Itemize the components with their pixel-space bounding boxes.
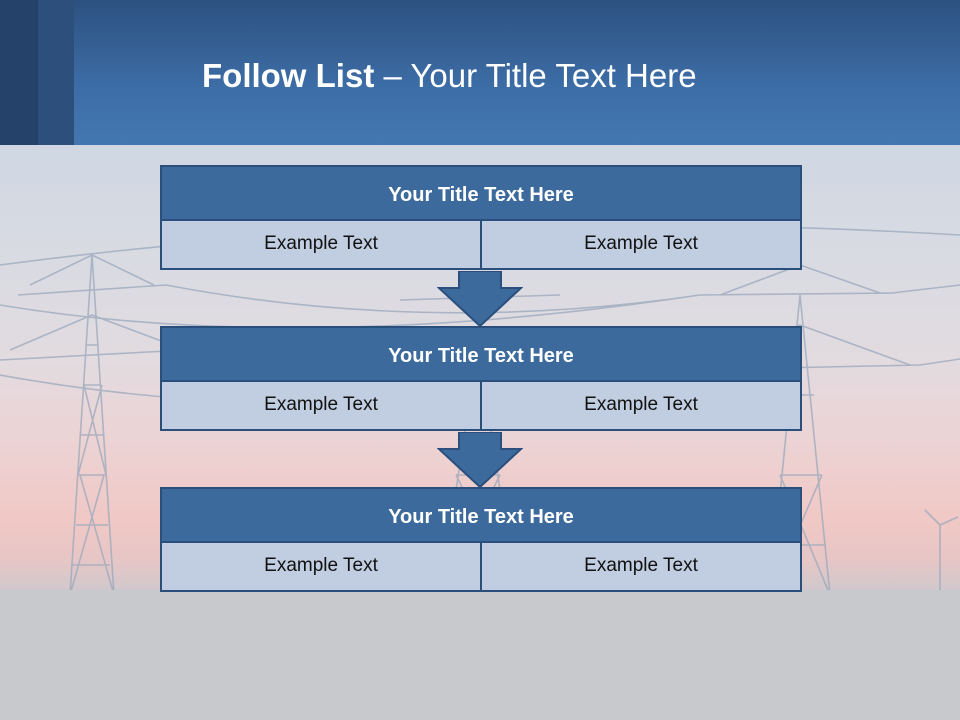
step-block-1: Your Title Text Here Example Text Exampl… — [160, 165, 802, 270]
step-3-title: Your Title Text Here — [160, 487, 802, 543]
down-arrow-1 — [437, 271, 523, 327]
step-2-cell-right: Example Text — [482, 382, 802, 431]
step-block-2: Your Title Text Here Example Text Exampl… — [160, 326, 802, 431]
step-2-cell-left: Example Text — [160, 382, 482, 431]
slide-title-bold: Follow List — [202, 57, 375, 94]
step-block-3: Your Title Text Here Example Text Exampl… — [160, 487, 802, 592]
header-accent-strip — [0, 0, 38, 145]
down-arrow-2 — [437, 432, 523, 488]
slide-title-rest: – Your Title Text Here — [374, 57, 697, 94]
step-2-row: Example Text Example Text — [160, 382, 802, 431]
step-2-title: Your Title Text Here — [160, 326, 802, 382]
step-1-title: Your Title Text Here — [160, 165, 802, 221]
header-band — [0, 0, 960, 145]
header-accent-strip-2 — [38, 0, 74, 145]
step-3-row: Example Text Example Text — [160, 543, 802, 592]
ground-band — [0, 590, 960, 720]
step-3-cell-left: Example Text — [160, 543, 482, 592]
step-1-cell-right: Example Text — [482, 221, 802, 270]
slide-title: Follow List – Your Title Text Here — [202, 54, 697, 98]
step-3-cell-right: Example Text — [482, 543, 802, 592]
step-1-cell-left: Example Text — [160, 221, 482, 270]
step-1-row: Example Text Example Text — [160, 221, 802, 270]
